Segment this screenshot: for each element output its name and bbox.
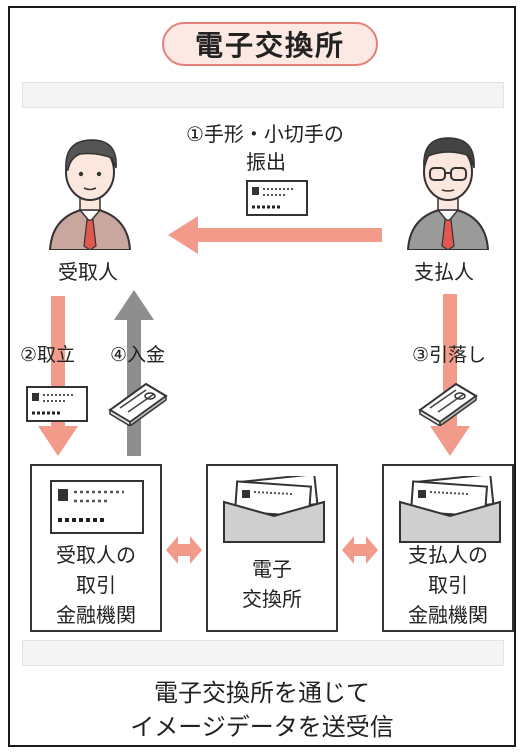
payer-bank-line3: 金融機関: [408, 603, 488, 627]
payer-bank-line2: 取引: [428, 573, 468, 597]
recipient-bank-line2: 取引: [76, 573, 116, 597]
exchange-box: 電子 交換所: [206, 464, 338, 632]
payer-bank-line1: 支払人の: [408, 543, 488, 567]
debit-arrow: [430, 294, 470, 456]
recipient-person-icon: [48, 139, 132, 250]
banknote-stack-icon: [108, 382, 168, 426]
footer-caption: 電子交換所を通じて イメージデータを送受信: [8, 676, 516, 744]
check-document-icon: [246, 180, 308, 216]
payer-label: 支払人: [414, 260, 474, 284]
issue-arrow: [168, 216, 382, 254]
top-band: [22, 82, 504, 108]
step1-label-line2: 振出: [246, 150, 286, 174]
step1-label: ①手形・小切手の: [186, 122, 344, 146]
double-arrow-icon: [342, 536, 378, 564]
payer-person-icon: [406, 137, 490, 250]
exchange-line1: 電子: [252, 557, 292, 581]
footer-line1: 電子交換所を通じて: [154, 679, 370, 707]
check-document-icon: [50, 480, 144, 534]
step4-label: ④入金: [110, 344, 166, 366]
exchange-line2: 交換所: [242, 587, 302, 611]
footer-line2: イメージデータを送受信: [130, 713, 394, 741]
deposit-arrow: [114, 290, 154, 456]
recipient-bank-line3: 金融機関: [56, 603, 136, 627]
bottom-band: [22, 640, 504, 666]
check-document-icon: [26, 386, 88, 422]
payer-bank-box: 支払人の 取引 金融機関: [382, 464, 514, 632]
envelope-icon: [399, 476, 501, 543]
recipient-bank-line1: 受取人の: [56, 543, 136, 567]
recipient-label: 受取人: [58, 260, 118, 284]
recipient-bank-box: 受取人の 取引 金融機関: [30, 464, 162, 632]
envelope-icon: [223, 476, 325, 543]
step2-label: ②取立: [20, 344, 76, 366]
banknote-stack-icon: [418, 382, 478, 426]
double-arrow-icon: [166, 536, 202, 564]
step3-label: ③引落し: [412, 344, 487, 366]
diagram-title: 電子交換所: [162, 22, 378, 66]
collect-arrow: [38, 296, 78, 456]
